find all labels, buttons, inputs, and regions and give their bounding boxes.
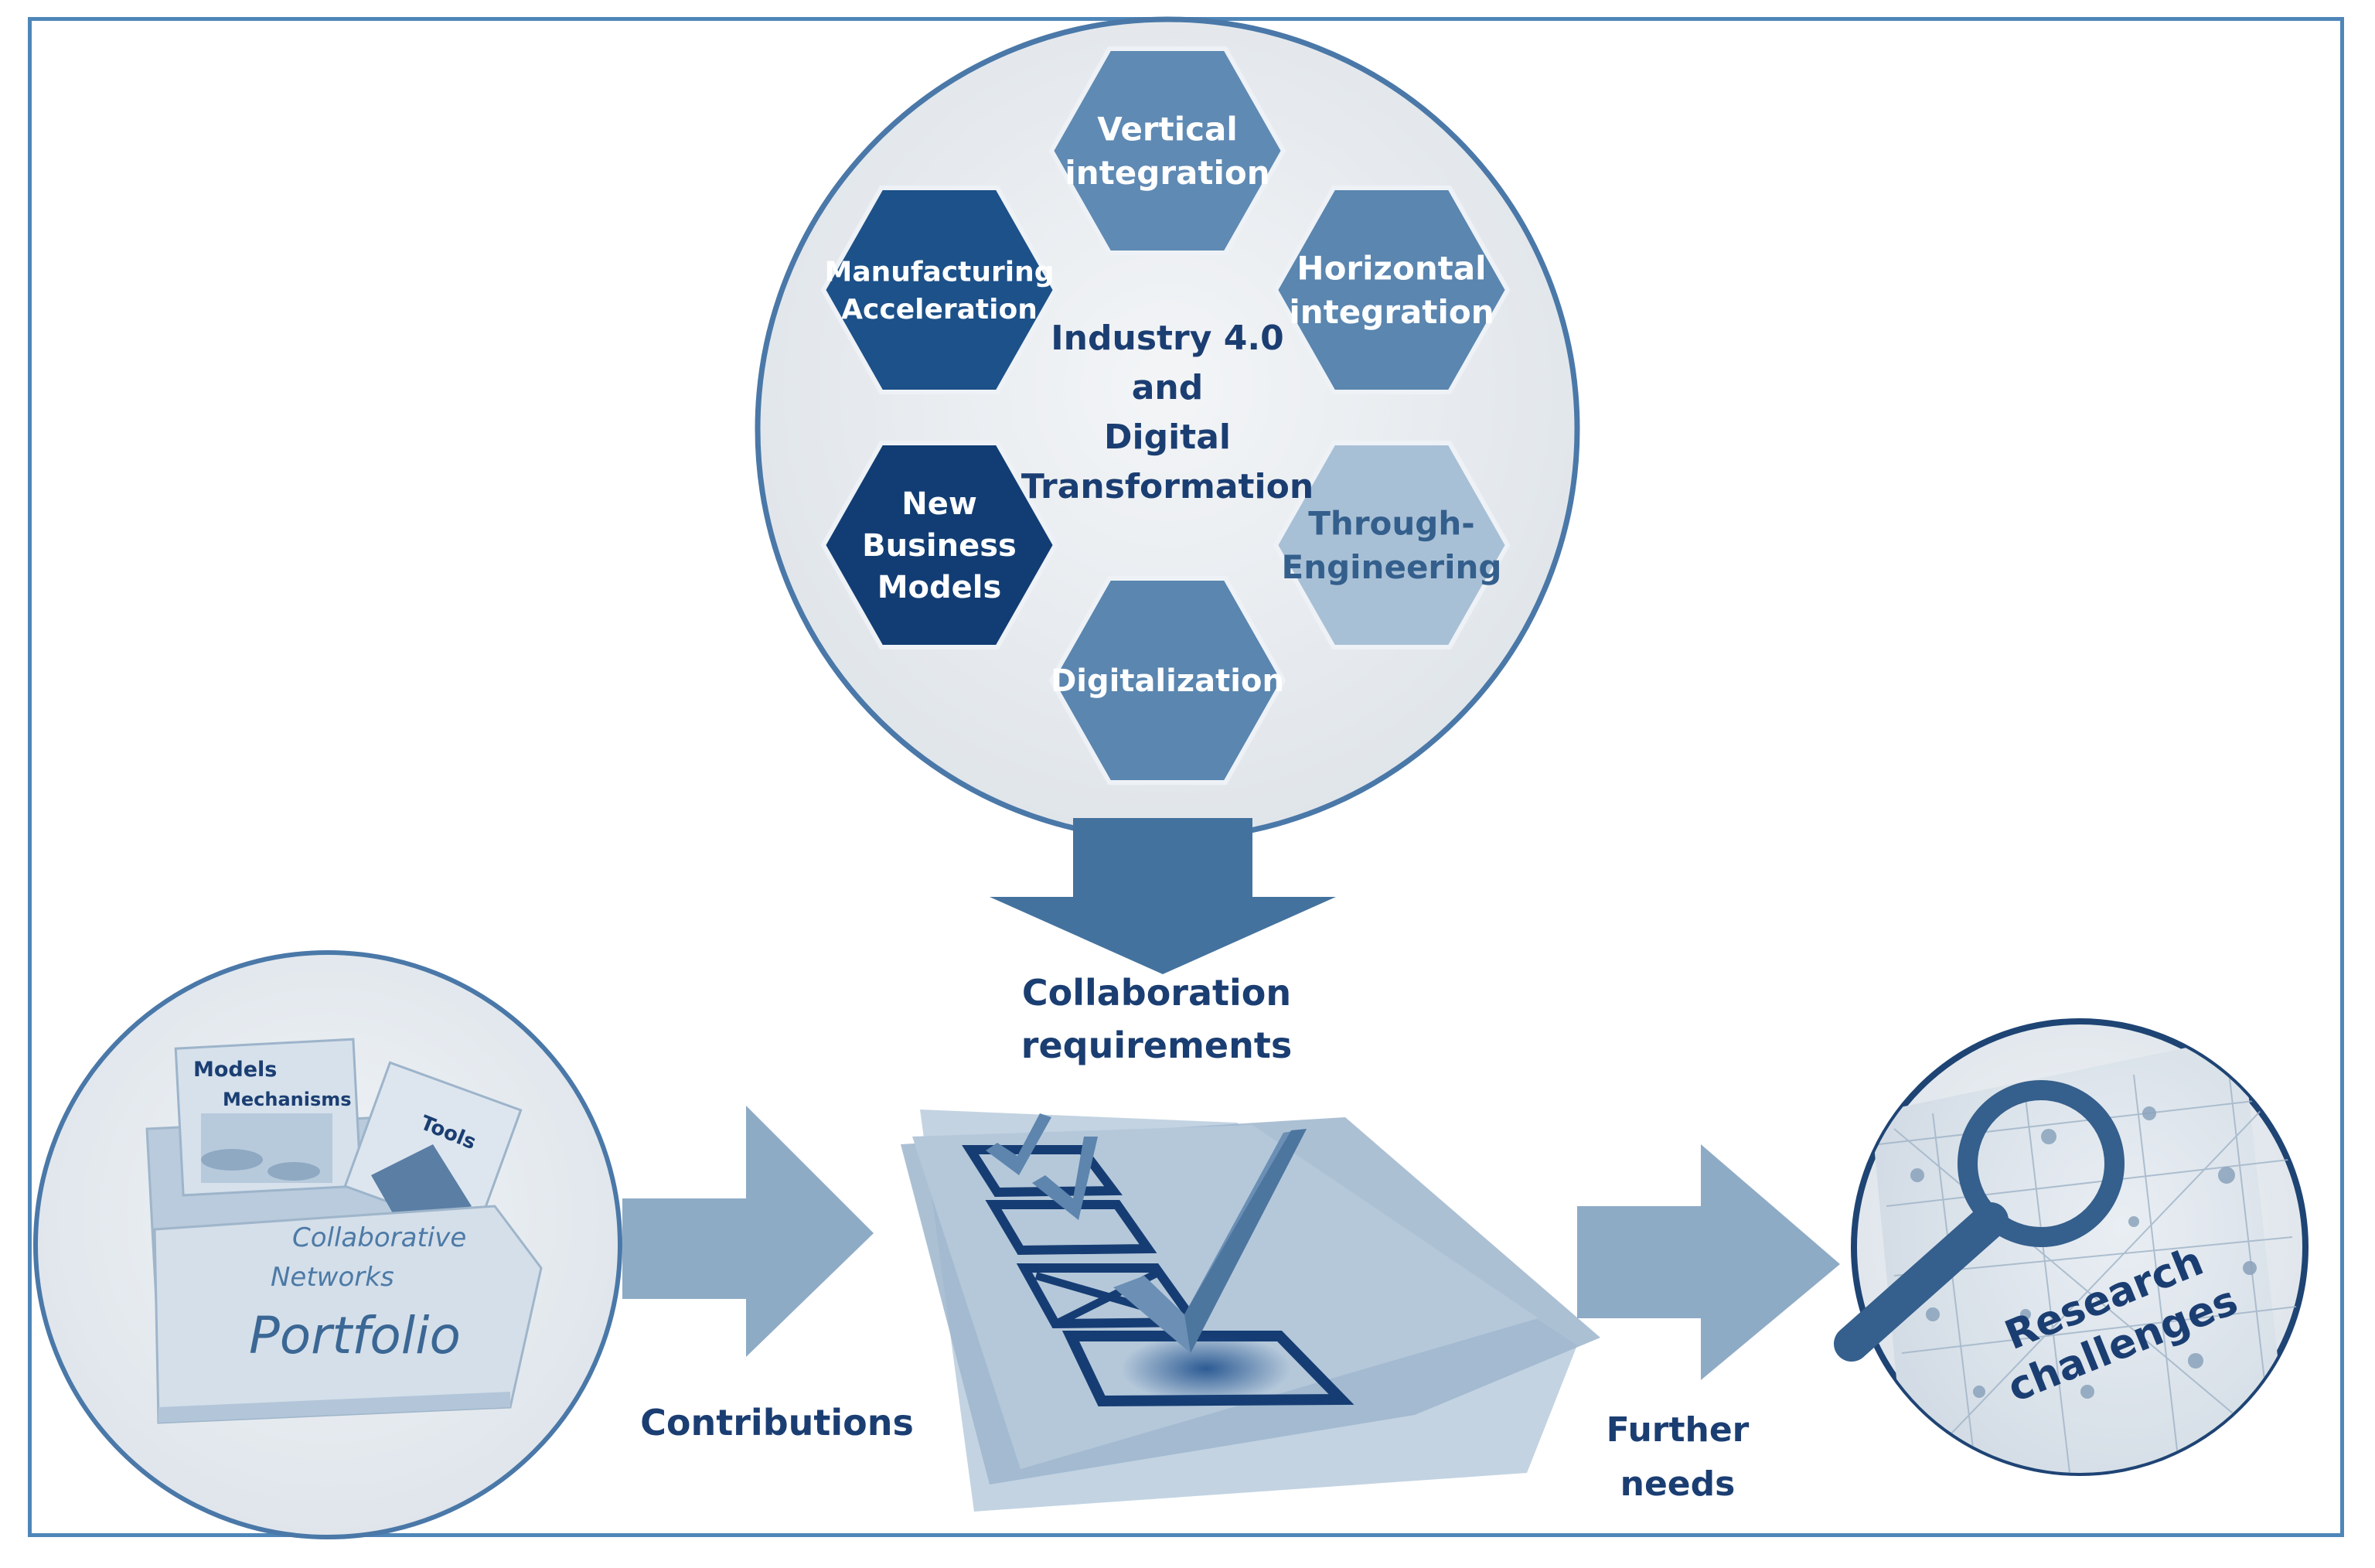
hexagon-shape-business [820, 441, 1058, 649]
requirements-down-arrow [990, 818, 1336, 974]
hexagon-label-through-line: Engineering [1282, 548, 1502, 586]
further-needs-label-line: needs [1620, 1464, 1736, 1504]
hexagon-label-manufacturing-line: Acceleration [841, 294, 1038, 326]
portfolio-label-collaborative: Collaborative [292, 1222, 466, 1253]
hexagon-label-vertical-line: Vertical [1097, 110, 1238, 148]
portfolio-label-mechanisms: Mechanisms [223, 1089, 352, 1110]
portfolio-title: Portfolio [249, 1306, 461, 1365]
hexagon-label-vertical: Vertical integration [1065, 110, 1269, 192]
portfolio-folder-illustration [145, 1038, 543, 1424]
hexagon-shape-manufacturing [820, 186, 1058, 394]
hexagon-label-horizontal-line: Horizontal [1297, 249, 1486, 287]
portfolio-circle-group: Models Mechanisms Tools Collaborative Ne… [33, 950, 622, 1539]
requirements-label-line: Collaboration [1022, 972, 1291, 1014]
contributions-arrow [622, 1106, 874, 1357]
hexagon-horizontal: Horizontal integration [1273, 186, 1511, 394]
further-needs-arrow [1577, 1144, 1840, 1380]
magnifier-handle [1834, 1202, 2009, 1362]
checklist-illustration [901, 1110, 1600, 1512]
hub-center-title-line: Transformation [1021, 467, 1314, 506]
hexagon-label-manufacturing-line: Manufacturing [825, 256, 1055, 288]
portfolio-label-networks: Networks [271, 1262, 394, 1293]
requirements-label-line: requirements [1021, 1024, 1292, 1066]
hexagon-shape-horizontal [1273, 186, 1511, 394]
research-circle-group: Researchchallenges [1834, 1018, 2309, 1476]
magnifier-icon [1958, 1080, 2125, 1247]
hexagon-label-digitalization-line: Digitalization [1051, 663, 1284, 699]
hexagon-shape-digitalization [1048, 576, 1286, 785]
hexagon-label-horizontal: Horizontal integration [1289, 249, 1494, 331]
hexagon-label-business-line: Models [877, 570, 1002, 605]
hexagon-label-horizontal-line: integration [1289, 293, 1494, 331]
hexagon-label-business-line: Business [862, 528, 1017, 564]
hexagon-label-business-line: New [901, 486, 977, 522]
hexagon-label-through-line: Through- [1308, 504, 1474, 542]
hub-center-title-line: Digital [1104, 418, 1231, 457]
hexagon-vertical: Vertical integration [1048, 46, 1286, 255]
hexagon-shape-through [1273, 441, 1511, 649]
hexagon-shape-vertical [1048, 46, 1286, 255]
hexagon-label-digitalization: Digitalization [1051, 663, 1284, 699]
hexagon-label-vertical-line: integration [1065, 154, 1269, 192]
further-needs-label: Further needs [1607, 1410, 1750, 1504]
further-needs-label-line: Further [1607, 1410, 1750, 1450]
hexagon-through: Through- Engineering [1273, 441, 1511, 649]
hexagon-label-through: Through- Engineering [1282, 504, 1502, 586]
hub-center-title-line: and [1132, 368, 1204, 407]
hexagon-digitalization: Digitalization [1048, 576, 1286, 785]
portfolio-label-models: Models [193, 1058, 277, 1082]
hub-center-title-line: Industry 4.0 [1051, 319, 1283, 358]
requirements-label: Collaboration requirements [1021, 972, 1292, 1066]
contributions-label: Contributions [640, 1402, 914, 1444]
